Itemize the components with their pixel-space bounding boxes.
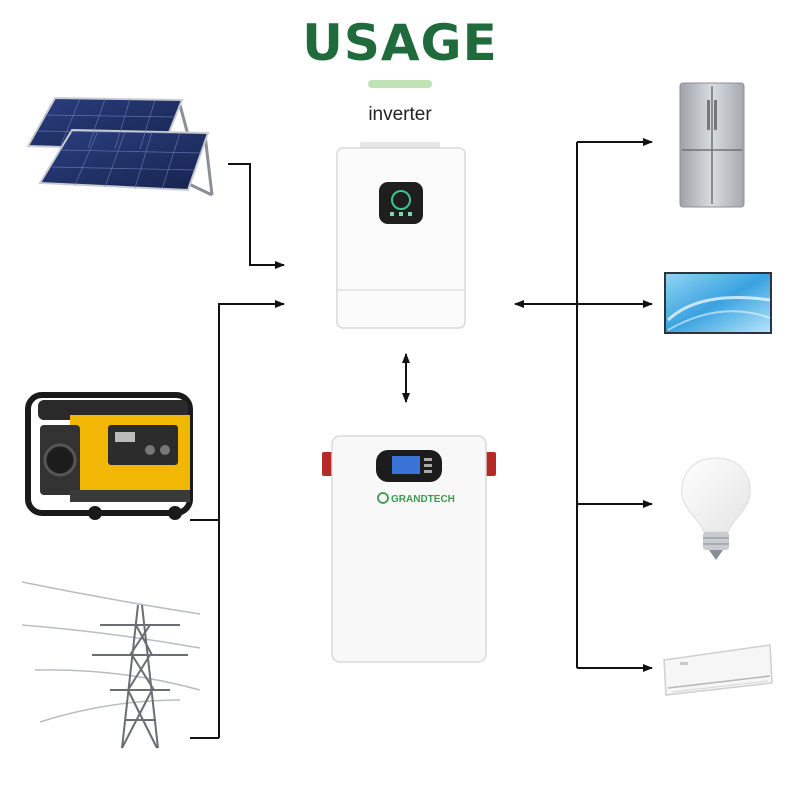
solar-panels-icon bbox=[26, 96, 214, 197]
title-underline bbox=[368, 80, 432, 88]
generator-icon bbox=[25, 392, 193, 520]
refrigerator-icon bbox=[679, 82, 745, 208]
inverter-label: inverter bbox=[368, 104, 432, 125]
power-tower-icon bbox=[21, 581, 201, 749]
connector-lines bbox=[190, 138, 653, 739]
page-title: USAGE bbox=[302, 14, 498, 72]
battery-icon: GRANDTECH bbox=[322, 435, 496, 663]
battery-brand: GRANDTECH bbox=[391, 494, 455, 505]
inverter-icon bbox=[336, 142, 466, 329]
air-conditioner-icon bbox=[663, 644, 773, 696]
light-bulb-icon bbox=[681, 457, 751, 560]
television-icon bbox=[664, 272, 772, 334]
